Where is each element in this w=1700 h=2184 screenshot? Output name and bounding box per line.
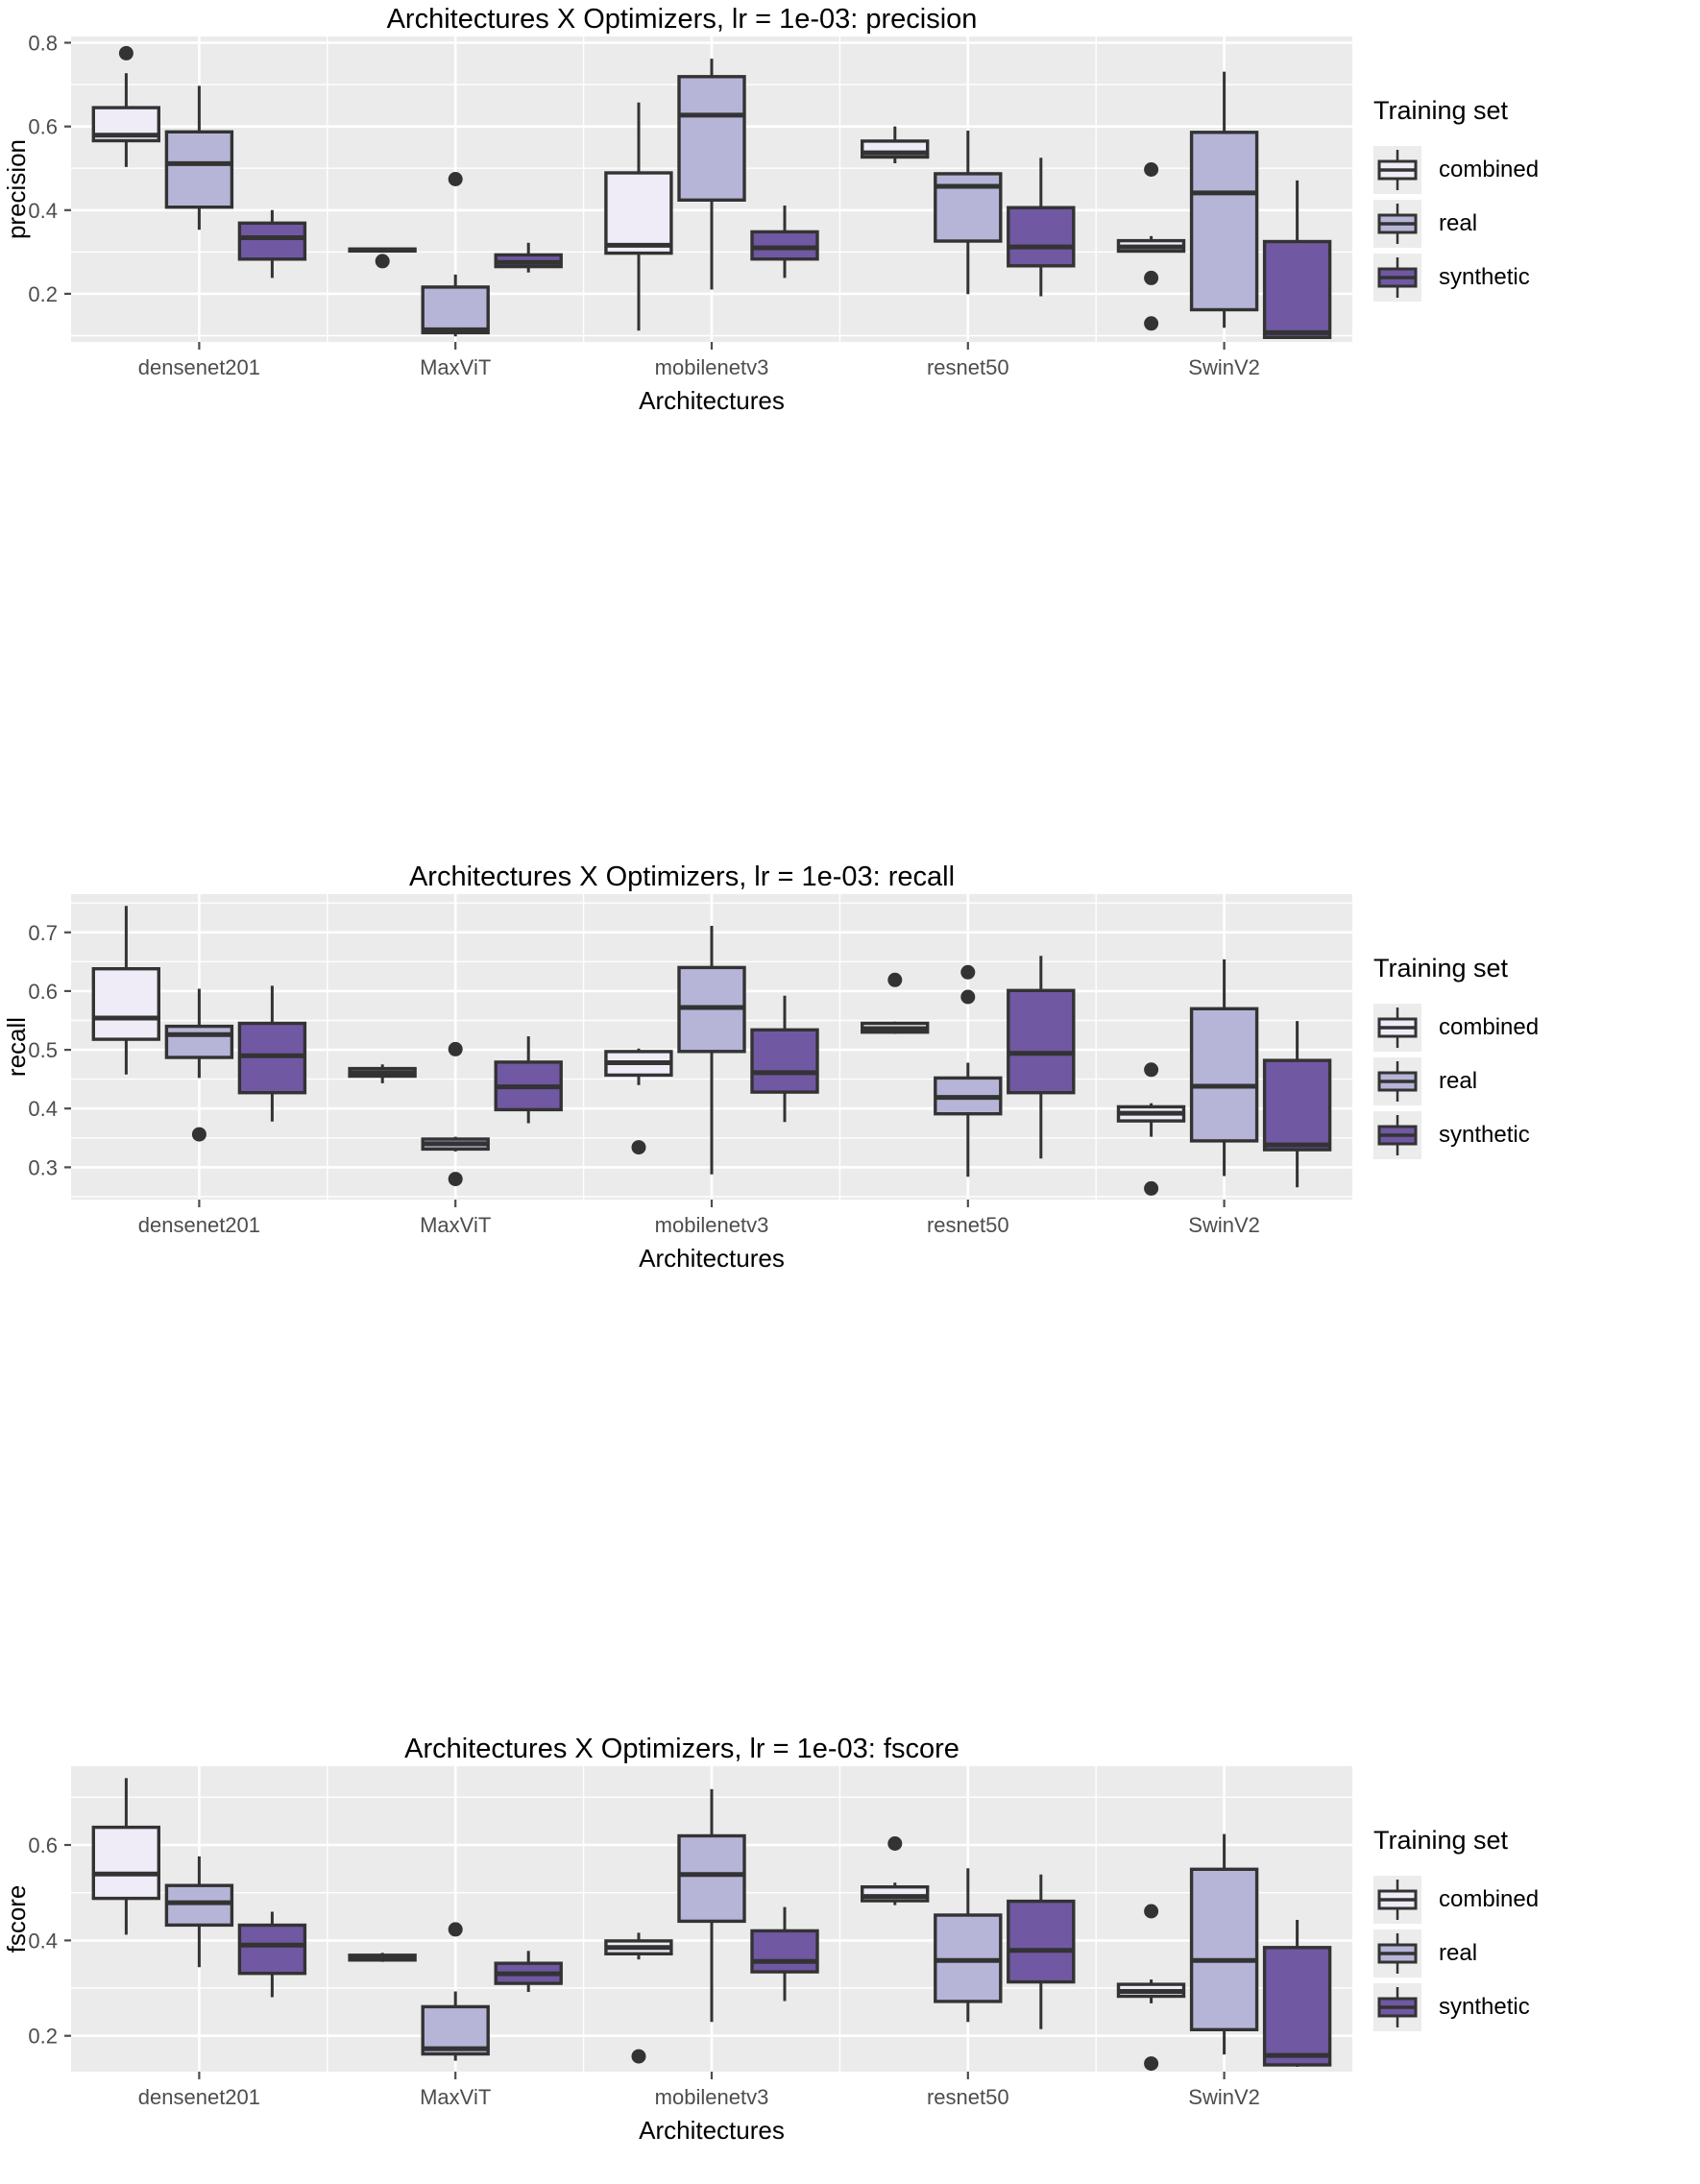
- legend-key-real-icon: [1373, 1057, 1421, 1105]
- plot-area-fscore: 0.2 0.4 0.6 densenet201 MaxViT mobilenetv3 res…: [0, 1762, 1364, 2147]
- svg-text:0.3: 0.3: [28, 1155, 58, 1179]
- svg-text:Architectures: Architectures: [639, 1244, 785, 1273]
- svg-text:densenet201: densenet201: [138, 2085, 260, 2109]
- legend-label-real: real: [1439, 210, 1478, 236]
- panel-recall: Architectures X Optimizers, lr = 1e-03: …: [0, 858, 1700, 1312]
- svg-text:recall: recall: [2, 1017, 31, 1077]
- legend-label-real: real: [1439, 1940, 1478, 1966]
- legend-label-synthetic: synthetic: [1439, 264, 1530, 290]
- legend-key-synthetic-icon: [1373, 1111, 1421, 1159]
- legend-label-combined: combined: [1439, 157, 1540, 182]
- svg-text:mobilenetv3: mobilenetv3: [655, 1213, 769, 1237]
- legend-title: Training set: [1373, 96, 1509, 125]
- legend-item-real[interactable]: real: [1373, 1927, 1690, 1980]
- svg-text:densenet201: densenet201: [138, 1213, 260, 1237]
- svg-text:resnet50: resnet50: [927, 1213, 1009, 1237]
- legend-recall: Training set combined real synthetic: [1373, 954, 1690, 1162]
- legend-item-real[interactable]: real: [1373, 197, 1690, 251]
- legend-fscore: Training set combined real synthetic: [1373, 1826, 1690, 2034]
- legend-item-synthetic[interactable]: synthetic: [1373, 251, 1690, 304]
- svg-text:MaxViT: MaxViT: [420, 2085, 491, 2109]
- svg-text:0.6: 0.6: [28, 115, 58, 139]
- legend-key-real-icon: [1373, 200, 1421, 248]
- legend-label-combined: combined: [1439, 1014, 1540, 1040]
- svg-text:0.4: 0.4: [28, 1097, 58, 1121]
- svg-text:0.7: 0.7: [28, 921, 58, 945]
- svg-text:mobilenetv3: mobilenetv3: [655, 355, 769, 379]
- svg-text:Architectures: Architectures: [639, 2116, 785, 2145]
- svg-text:SwinV2: SwinV2: [1188, 1213, 1260, 1237]
- svg-text:resnet50: resnet50: [927, 355, 1009, 379]
- boxplot-svg-precision: 0.2 0.4 0.6 0.8 densenet201 MaxViT mobilenetv3…: [2, 33, 1352, 415]
- panel-title-recall: Architectures X Optimizers, lr = 1e-03: …: [408, 861, 956, 892]
- panel-fscore: Architectures X Optimizers, lr = 1e-03: …: [0, 1730, 1700, 2184]
- svg-text:0.4: 0.4: [28, 199, 58, 223]
- svg-text:resnet50: resnet50: [927, 2085, 1009, 2109]
- svg-text:0.4: 0.4: [28, 1929, 58, 1953]
- plot-area-precision: 0.2 0.4 0.6 0.8 densenet201 MaxViT mobilenetv3…: [0, 33, 1364, 417]
- panel-precision: Architectures X Optimizers, lr = 1e-03: …: [0, 0, 1700, 454]
- svg-text:precision: precision: [2, 139, 31, 239]
- legend-key-synthetic-icon: [1373, 254, 1421, 302]
- legend-label-combined: combined: [1439, 1886, 1540, 1912]
- legend-key-combined-icon: [1373, 1876, 1421, 1924]
- svg-text:MaxViT: MaxViT: [420, 1213, 491, 1237]
- svg-text:0.6: 0.6: [28, 980, 58, 1004]
- svg-text:0.5: 0.5: [28, 1038, 58, 1062]
- svg-text:SwinV2: SwinV2: [1188, 2085, 1260, 2109]
- legend-label-real: real: [1439, 1068, 1478, 1094]
- legend-precision: Training set combined real synthetic: [1373, 96, 1690, 304]
- svg-text:0.8: 0.8: [28, 33, 58, 56]
- svg-text:Architectures: Architectures: [639, 386, 785, 415]
- svg-text:0.6: 0.6: [28, 1833, 58, 1857]
- svg-text:MaxViT: MaxViT: [420, 355, 491, 379]
- svg-text:densenet201: densenet201: [138, 355, 260, 379]
- svg-text:SwinV2: SwinV2: [1188, 355, 1260, 379]
- legend-label-synthetic: synthetic: [1439, 1122, 1530, 1148]
- legend-title: Training set: [1373, 954, 1509, 983]
- panel-title-precision: Architectures X Optimizers, lr = 1e-03: …: [386, 4, 978, 35]
- svg-text:mobilenetv3: mobilenetv3: [655, 2085, 769, 2109]
- legend-title: Training set: [1373, 1826, 1509, 1855]
- legend-key-synthetic-icon: [1373, 1983, 1421, 2031]
- svg-text:0.2: 0.2: [28, 2025, 58, 2049]
- legend-key-combined-icon: [1373, 146, 1421, 194]
- svg-text:fscore: fscore: [2, 1885, 31, 1953]
- boxplot-svg-fscore: 0.2 0.4 0.6 densenet201 MaxViT mobilenetv3 res…: [2, 1766, 1352, 2145]
- boxplot-svg-recall: 0.3 0.4 0.5 0.6 0.7 densenet201 MaxViT mobilene…: [2, 894, 1352, 1273]
- plot-area-recall: 0.3 0.4 0.5 0.6 0.7 densenet201 MaxViT mobilene…: [0, 890, 1364, 1274]
- legend-item-combined[interactable]: combined: [1373, 1873, 1690, 1927]
- legend-label-synthetic: synthetic: [1439, 1994, 1530, 2020]
- svg-text:0.2: 0.2: [28, 282, 58, 306]
- legend-item-synthetic[interactable]: synthetic: [1373, 1108, 1690, 1162]
- legend-key-combined-icon: [1373, 1004, 1421, 1052]
- legend-item-real[interactable]: real: [1373, 1055, 1690, 1108]
- legend-key-real-icon: [1373, 1929, 1421, 1978]
- legend-item-synthetic[interactable]: synthetic: [1373, 1980, 1690, 2034]
- legend-item-combined[interactable]: combined: [1373, 1001, 1690, 1055]
- legend-item-combined[interactable]: combined: [1373, 143, 1690, 197]
